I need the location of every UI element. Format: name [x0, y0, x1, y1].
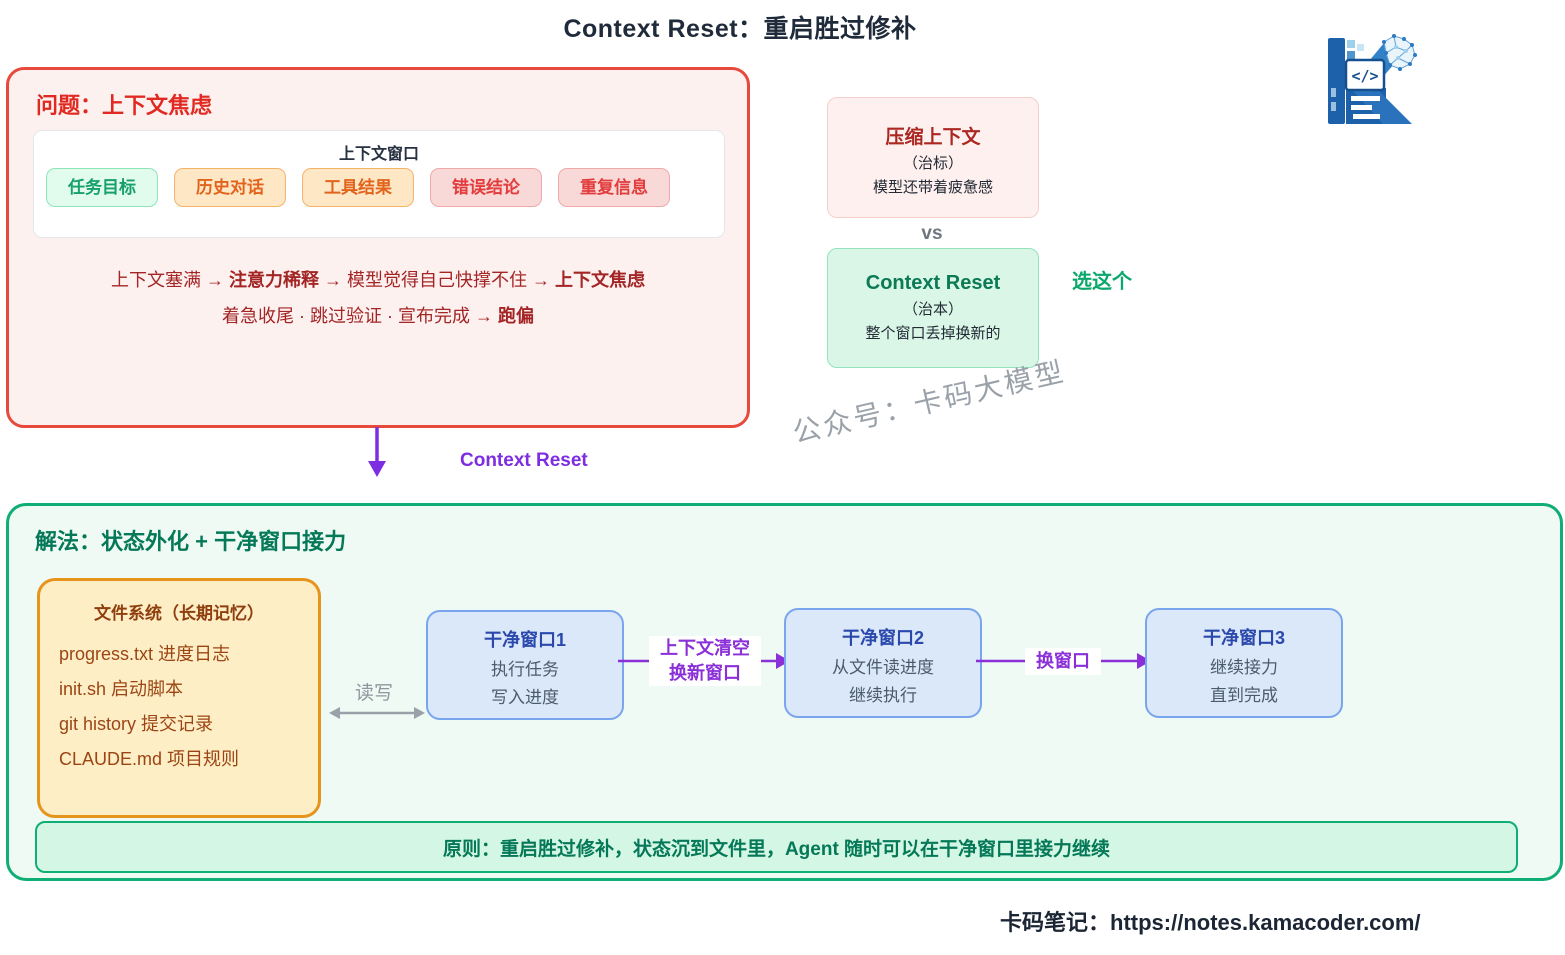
kamacoder-logo: </>: [1328, 34, 1417, 124]
context-reset-desc: 整个窗口丢掉换新的: [865, 325, 1001, 342]
chip-duplicate-info: 重复信息: [558, 168, 670, 207]
diagram-title: Context Reset：重启胜过修补: [563, 15, 917, 43]
chip-history-dialog: 历史对话: [174, 168, 286, 207]
context-reset-card: Context Reset （治本） 整个窗口丢掉换新的: [827, 248, 1039, 368]
anxiety-chain-line: 上下文塞满 → 注意力稀释 → 模型觉得自己快撑不住 → 上下文焦虑: [110, 270, 646, 290]
clean-window-2-line1: 从文件读进度: [832, 658, 934, 677]
derail-chain-line: 着急收尾 · 跳过验证 · 宣布完成 → 跑偏: [222, 306, 534, 326]
chip-task-goal: 任务目标: [46, 168, 158, 207]
clean-window-2-title: 干净窗口2: [841, 628, 924, 648]
clean-window-2-card: 干净窗口2 从文件读进度 继续执行: [784, 608, 982, 718]
clean-window-3-line1: 继续接力: [1210, 658, 1278, 677]
context-window-box: 上下文窗口 任务目标 历史对话 工具结果 错误结论 重复信息: [33, 130, 725, 238]
principle-banner: 原则：重启胜过修补，状态沉到文件里，Agent 随时可以在干净窗口里接力继续: [35, 821, 1518, 873]
left-right-arrow-icon: [329, 707, 425, 719]
problem-heading: 问题：上下文焦虑: [36, 93, 213, 118]
clean-window-3-card: 干净窗口3 继续接力 直到完成: [1145, 608, 1343, 718]
svg-text:</>: </>: [1351, 67, 1378, 85]
clean-window-1-card: 干净窗口1 执行任务 写入进度: [426, 610, 624, 720]
footer-note: 卡码笔记：https://notes.kamacoder.com/: [1000, 910, 1421, 935]
file-item-git: git history 提交记录: [59, 714, 214, 734]
choose-this-label: 选这个: [1072, 271, 1132, 293]
compress-context-tag: （治标）: [902, 155, 963, 172]
file-system-card: 文件系统（长期记忆） progress.txt 进度日志 init.sh 启动脚…: [37, 578, 321, 818]
solution-panel: 解法：状态外化 + 干净窗口接力 文件系统（长期记忆） progress.txt…: [6, 503, 1563, 881]
clean-window-1-line1: 执行任务: [491, 660, 559, 679]
code-box-icon: [1344, 58, 1386, 92]
file-item-init: init.sh 启动脚本: [59, 679, 184, 699]
read-write-label: 读写: [355, 683, 394, 704]
clean-window-1-line2: 写入进度: [491, 688, 559, 707]
clean-window-2-line2: 继续执行: [849, 686, 917, 705]
clean-window-1-title: 干净窗口1: [483, 630, 566, 650]
transition-arrow-label: Context Reset: [460, 450, 588, 471]
context-window-label: 上下文窗口: [338, 146, 419, 163]
solution-heading: 解法：状态外化 + 干净窗口接力: [35, 529, 347, 554]
clean-window-3-title: 干净窗口3: [1202, 628, 1285, 648]
problem-panel: 问题：上下文焦虑 上下文窗口 任务目标 历史对话 工具结果 错误结论 重复信息 …: [6, 67, 750, 428]
chip-tool-results: 工具结果: [302, 168, 414, 207]
file-item-progress: progress.txt 进度日志: [59, 644, 231, 664]
flow-arrow-2-label: 换窗口: [1025, 648, 1101, 675]
file-system-title: 文件系统（长期记忆）: [94, 604, 264, 623]
down-arrow-icon: [368, 427, 386, 477]
context-chip-row: 任务目标 历史对话 工具结果 错误结论 重复信息: [46, 168, 670, 207]
file-item-claude: CLAUDE.md 项目规则: [59, 749, 240, 769]
compress-context-desc: 模型还带着疲惫感: [872, 179, 993, 196]
compress-context-card: 压缩上下文 （治标） 模型还带着疲惫感: [827, 97, 1039, 218]
context-reset-tag: （治本）: [902, 301, 963, 318]
context-reset-title: Context Reset: [865, 272, 1001, 294]
flow-arrow-1-label: 上下文清空 换新窗口: [649, 636, 761, 686]
clean-window-3-line2: 直到完成: [1210, 686, 1278, 705]
compress-context-title: 压缩上下文: [885, 127, 981, 148]
chip-wrong-conclusions: 错误结论: [430, 168, 542, 207]
file-list: progress.txt 进度日志 init.sh 启动脚本 git histo…: [59, 637, 239, 777]
vs-label: vs: [921, 223, 943, 244]
